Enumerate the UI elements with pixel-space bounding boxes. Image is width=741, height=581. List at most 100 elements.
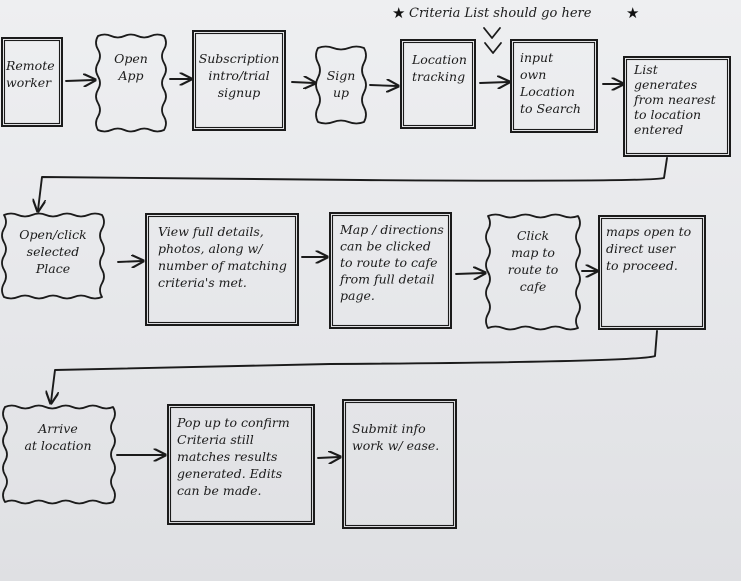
node-box-outline: [329, 212, 452, 329]
node-label: Location tracking: [411, 52, 467, 84]
flow-node-n15: Submit info work w/ ease.: [342, 399, 457, 529]
node-label-line: direct user: [606, 241, 676, 256]
arrow-n8-to-n9: [117, 261, 142, 262]
flow-node-n4: Sign up: [315, 45, 367, 125]
flow-node-n5: Location tracking: [400, 39, 476, 129]
node-box-inner-outline: [194, 32, 284, 129]
node-label-line: to Search: [520, 101, 581, 116]
node-label-line: own: [520, 67, 546, 82]
node-label-line: generates: [634, 77, 697, 92]
node-label-line: maps open to: [606, 224, 691, 239]
node-box-inner-outline: [512, 41, 596, 131]
node-label-line: from nearest: [633, 92, 717, 107]
arrow-n5-to-n6: [479, 82, 508, 83]
node-label-line: Sign: [327, 68, 356, 83]
node-label-line: map to: [511, 245, 555, 260]
flow-node-n1: Remote worker: [1, 37, 63, 127]
flow-node-n13: Arrive at location: [2, 404, 116, 505]
star-left-icon: ★: [392, 4, 405, 22]
node-label-line: at location: [24, 438, 91, 453]
node-box-inner-outline: [344, 401, 455, 527]
node-wavy-outline: [95, 33, 167, 133]
node-box-inner-outline: [147, 215, 297, 324]
node-label-line: worker: [6, 75, 52, 90]
node-box-inner-outline: [625, 58, 729, 155]
node-label-line: Open/click: [19, 227, 86, 242]
node-wavy-outline: [2, 404, 116, 505]
star-right-icon: ★: [626, 4, 639, 22]
node-label-line: Submit info: [352, 421, 426, 436]
node-label-line: Arrive: [37, 421, 77, 436]
node-label-line: to proceed.: [606, 258, 678, 273]
node-label-line: Subscription: [199, 51, 280, 66]
criteria-note-text: Criteria List should go here: [409, 6, 592, 21]
node-box-outline: [192, 30, 286, 131]
node-label: View full details, photos, along w/number…: [158, 224, 287, 290]
node-label-line: criteria's met.: [158, 275, 247, 290]
node-label-line: tracking: [412, 69, 465, 84]
arrow-n1-to-n2: [65, 80, 94, 81]
node-label-line: up: [333, 85, 349, 100]
node-label-line: Remote: [5, 58, 55, 73]
node-label-line: selected: [27, 244, 80, 259]
flow-node-n12: maps open to direct user to proceed.: [598, 215, 706, 330]
node-box-inner-outline: [600, 217, 704, 328]
node-label-line: work w/ ease.: [352, 438, 439, 453]
node-label-line: Open: [114, 51, 148, 66]
node-box-outline: [400, 39, 476, 129]
node-label-line: generated. Edits: [177, 466, 282, 481]
node-box-outline: [167, 404, 315, 525]
node-wavy-outline: [315, 45, 367, 125]
node-label-line: Location: [411, 52, 467, 67]
arrow-n10-to-n11: [455, 273, 484, 274]
node-label: maps open to direct user to proceed.: [606, 224, 691, 273]
node-label: Arrive at location: [24, 421, 91, 453]
node-label-line: Location: [519, 84, 575, 99]
node-box-outline: [598, 215, 706, 330]
node-label-line: signup: [218, 85, 261, 100]
node-label: Submit info work w/ ease.: [352, 421, 439, 453]
node-label-line: can be clicked: [340, 239, 431, 254]
node-label-line: List: [633, 62, 659, 77]
node-label-line: Criteria still: [177, 432, 254, 447]
arrow-n7-to-n8: [38, 157, 668, 210]
node-label-line: input: [520, 50, 554, 65]
node-label-line: route to: [508, 262, 559, 277]
node-box-outline: [145, 213, 299, 326]
node-label-line: matches results: [177, 449, 277, 464]
node-label-line: number of matching: [158, 258, 287, 273]
node-label-line: to route to cafe: [340, 255, 437, 270]
node-label-line: photos, along w/: [158, 241, 264, 256]
node-box-outline: [510, 39, 598, 133]
node-label-line: entered: [634, 122, 683, 137]
node-label-line: View full details,: [158, 224, 264, 239]
node-box-outline: [623, 56, 731, 157]
arrow-n14-to-n15: [317, 457, 339, 458]
node-label: Subscription intro/trial signup: [199, 51, 280, 100]
node-wavy-outline: [1, 212, 105, 300]
node-box-inner-outline: [169, 406, 313, 523]
node-label-line: Click: [517, 228, 549, 243]
node-label-line: page.: [340, 288, 375, 303]
node-label: Sign up: [327, 68, 356, 100]
node-label-line: Map / directions: [339, 222, 444, 237]
node-box-inner-outline: [402, 41, 474, 127]
node-box-outline: [342, 399, 457, 529]
node-label-line: intro/trial: [208, 68, 269, 83]
arrow-n12-to-n13: [51, 330, 658, 402]
flow-node-n9: View full details, photos, along w/number…: [145, 213, 299, 326]
edge-layer: [38, 79, 668, 458]
note-chevron-icon: [483, 27, 502, 54]
